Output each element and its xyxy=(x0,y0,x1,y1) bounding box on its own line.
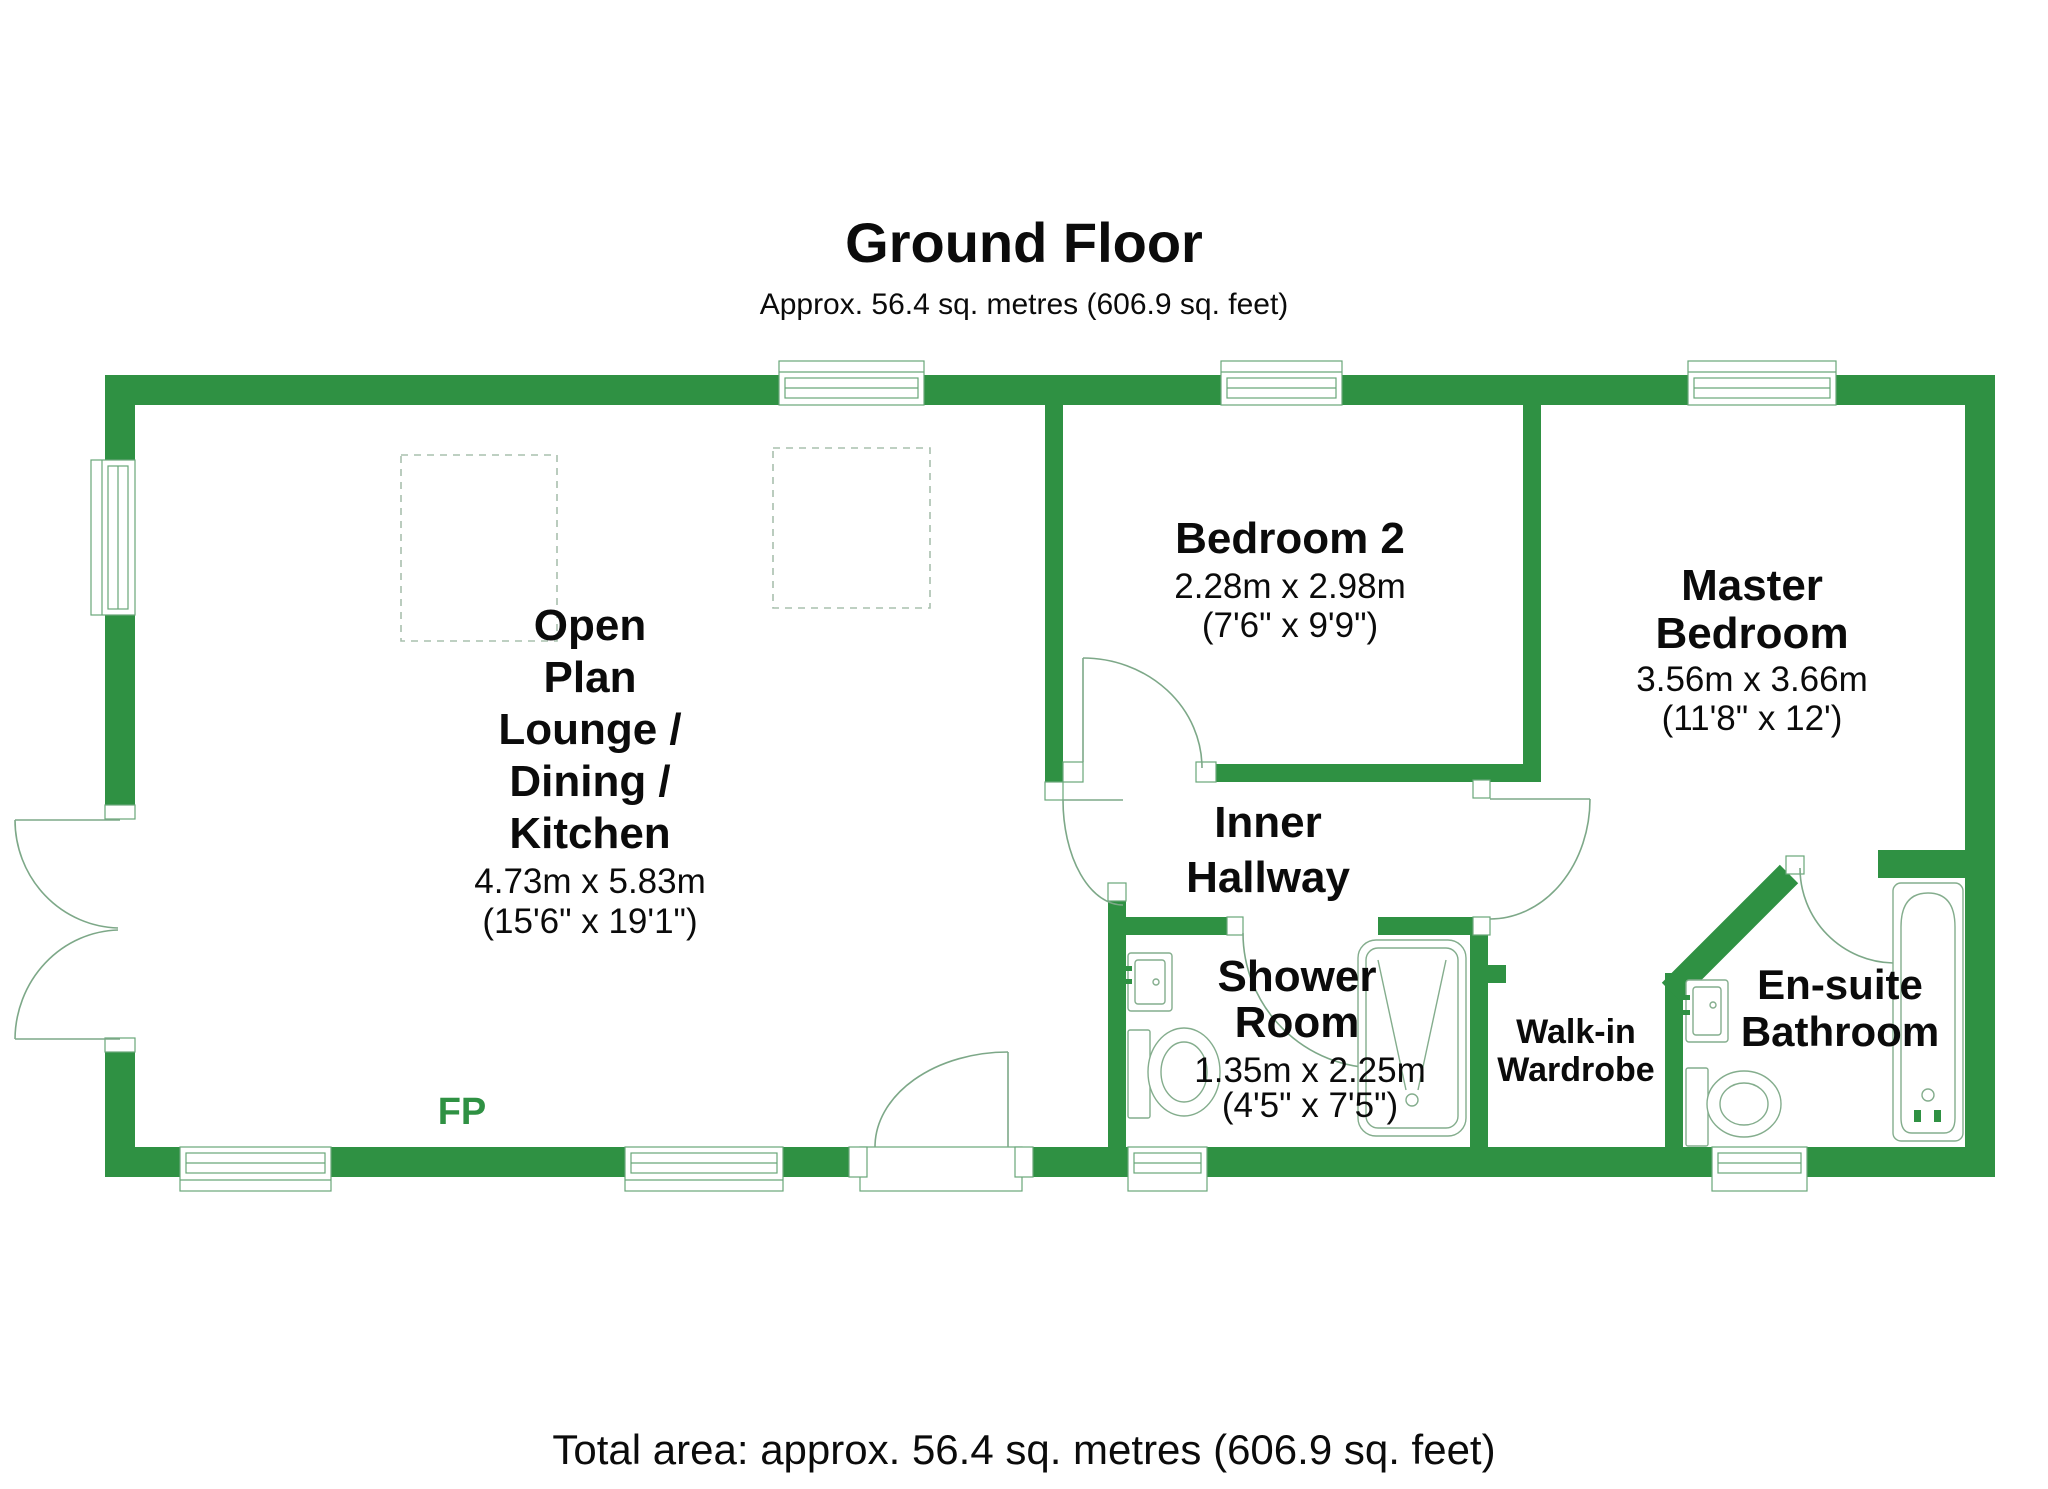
svg-text:Open: Open xyxy=(534,601,646,650)
window-ensuite xyxy=(1711,1146,1808,1192)
svg-text:Walk-in: Walk-in xyxy=(1516,1013,1636,1051)
shower-sink xyxy=(1124,952,1173,1012)
wall-ensuite-diagonal xyxy=(1661,864,1799,1002)
door-shower-room xyxy=(1242,932,1379,1069)
svg-text:(4'5" x 7'5"): (4'5" x 7'5") xyxy=(1222,1086,1398,1125)
wall-master-west xyxy=(1523,405,1541,782)
walls xyxy=(105,375,1995,1177)
svg-text:Lounge /: Lounge / xyxy=(498,705,681,754)
svg-text:Wardrobe: Wardrobe xyxy=(1497,1051,1654,1089)
door-master-bedroom xyxy=(1489,798,1591,920)
door-jambs xyxy=(104,761,1805,1178)
svg-text:Shower: Shower xyxy=(1218,952,1377,1001)
rear-door xyxy=(874,1051,1009,1148)
wall-shower-wardrobe-divider xyxy=(1470,935,1488,1147)
wall-ensuite-north xyxy=(1878,850,1995,878)
shower-cubicle xyxy=(1357,939,1467,1137)
svg-text:1.35m x 2.25m: 1.35m x 2.25m xyxy=(1194,1051,1426,1090)
svg-text:Bedroom 2: Bedroom 2 xyxy=(1175,514,1405,563)
label-master-bedroom: Master Bedroom 3.56m x 3.66m (11'8" x 12… xyxy=(1636,561,1868,738)
svg-text:(11'8" x 12'): (11'8" x 12') xyxy=(1662,699,1843,738)
window-lounge-bottom-left xyxy=(179,1146,332,1192)
window-bedroom2 xyxy=(1220,360,1343,406)
svg-text:Kitchen: Kitchen xyxy=(509,809,670,858)
wall-shower-west xyxy=(1108,901,1126,1147)
svg-text:(7'6" x 9'9"): (7'6" x 9'9") xyxy=(1202,606,1378,645)
shower-toilet xyxy=(1127,1027,1221,1119)
label-ensuite: En-suite Bathroom xyxy=(1741,961,1939,1055)
window-master-bedroom xyxy=(1687,360,1837,406)
svg-text:Dining /: Dining / xyxy=(509,757,670,806)
svg-text:Bathroom: Bathroom xyxy=(1741,1008,1939,1055)
window-shower-room xyxy=(1127,1146,1208,1192)
svg-text:Room: Room xyxy=(1235,998,1360,1047)
french-doors-left xyxy=(14,819,120,1040)
rooflight-dashed-left xyxy=(400,454,558,642)
rooflight-dashed-right xyxy=(772,447,931,609)
label-bedroom2: Bedroom 2 2.28m x 2.98m (7'6" x 9'9") xyxy=(1174,514,1406,645)
door-inner-hallway xyxy=(1062,799,1124,906)
svg-text:Inner: Inner xyxy=(1214,798,1322,847)
wall-lounge-divider xyxy=(1045,405,1063,782)
svg-text:(15'6" x 19'1"): (15'6" x 19'1") xyxy=(482,902,697,941)
ensuite-bath xyxy=(1892,882,1964,1142)
window-lounge-bottom-right xyxy=(624,1146,784,1192)
wall-bedroom2-south xyxy=(1216,764,1523,782)
page-subtitle: Approx. 56.4 sq. metres (606.9 sq. feet) xyxy=(760,288,1289,321)
label-fireplace: FP xyxy=(438,1091,487,1133)
rear-door-threshold xyxy=(859,1146,1023,1192)
svg-text:4.73m x 5.83m: 4.73m x 5.83m xyxy=(474,862,706,901)
svg-text:Bedroom: Bedroom xyxy=(1655,609,1848,658)
label-lounge: Open Plan Lounge / Dining / Kitchen 4.73… xyxy=(474,601,706,941)
window-lounge-top xyxy=(778,360,925,406)
label-inner-hallway: Inner Hallway xyxy=(1186,798,1350,902)
label-walk-in-wardrobe: Walk-in Wardrobe xyxy=(1497,1013,1654,1089)
wall-wardrobe-east xyxy=(1665,973,1683,1147)
total-area: Total area: approx. 56.4 sq. metres (606… xyxy=(552,1426,1495,1473)
svg-text:En-suite: En-suite xyxy=(1757,961,1923,1008)
page-title: Ground Floor xyxy=(845,211,1203,274)
ensuite-sink xyxy=(1682,979,1729,1043)
ensuite-toilet xyxy=(1685,1067,1782,1147)
svg-text:3.56m x 3.66m: 3.56m x 3.66m xyxy=(1636,660,1868,699)
svg-text:Hallway: Hallway xyxy=(1186,853,1350,902)
svg-text:2.28m x 2.98m: 2.28m x 2.98m xyxy=(1174,567,1406,606)
svg-text:Master: Master xyxy=(1681,561,1823,610)
label-shower-room: Shower Room 1.35m x 2.25m (4'5" x 7'5") xyxy=(1194,952,1426,1125)
door-bedroom2 xyxy=(1082,657,1203,769)
svg-text:Plan: Plan xyxy=(544,653,637,702)
door-ensuite xyxy=(1799,867,1894,964)
window-lounge-left xyxy=(90,459,136,616)
